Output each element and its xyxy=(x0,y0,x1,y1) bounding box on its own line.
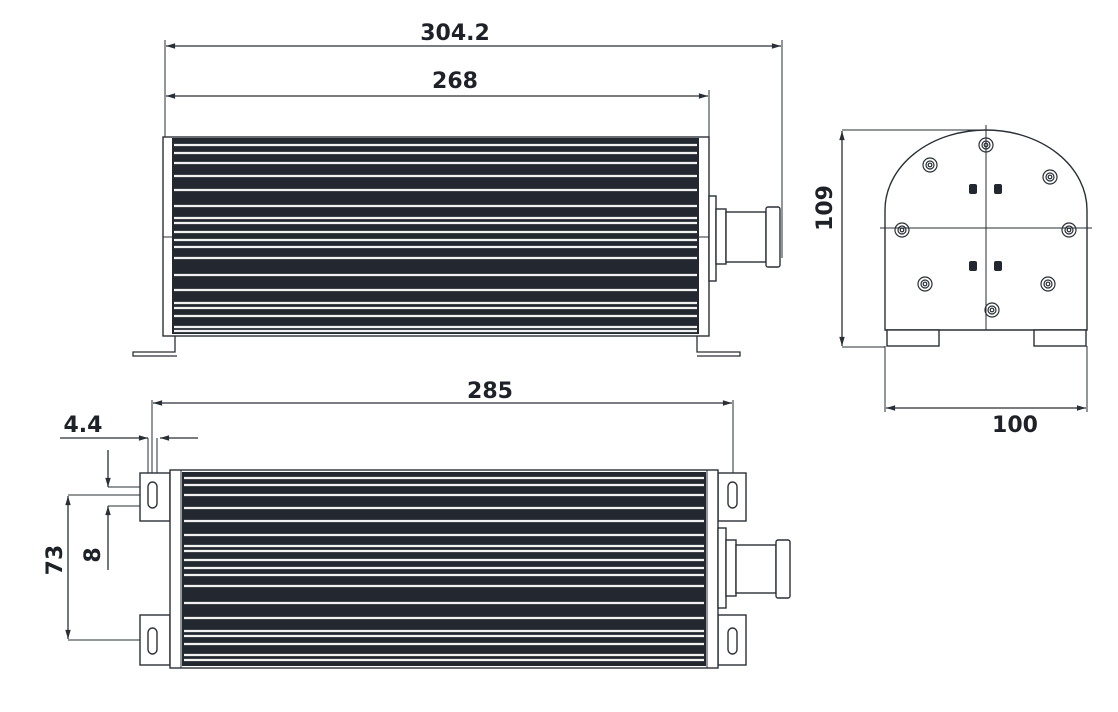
screw-icon xyxy=(1040,276,1056,292)
side-view: 304.2 268 xyxy=(132,21,783,357)
screw-icon xyxy=(987,305,997,315)
cooling-fins-side xyxy=(172,138,699,334)
dimension-width: 100 xyxy=(992,413,1038,438)
mount-slot xyxy=(727,627,738,655)
mounting-foot-right xyxy=(696,336,741,357)
screw-icon xyxy=(1064,225,1074,235)
screw-icon xyxy=(984,302,1000,318)
dimension-body-length: 268 xyxy=(432,69,478,94)
screw-icon xyxy=(922,157,938,173)
screw-icon xyxy=(978,137,994,153)
screw-icon xyxy=(1066,227,1072,233)
dimension-height: 109 xyxy=(813,185,838,231)
screw-icon xyxy=(925,160,935,170)
pin-hole xyxy=(994,261,1002,271)
screw-icon xyxy=(922,281,928,287)
mount-slot xyxy=(147,481,158,509)
connector-body xyxy=(725,211,767,263)
connector-body-top xyxy=(735,544,777,594)
dimension-overall-length: 304.2 xyxy=(420,21,490,46)
pin-hole xyxy=(969,261,977,271)
dimension-hole-spacing-length: 285 xyxy=(467,379,513,404)
dimension-slot-width: 4.4 xyxy=(64,413,103,438)
screw-icon xyxy=(983,142,989,148)
screw-icon xyxy=(897,225,907,235)
screw-icon xyxy=(899,227,905,233)
mount-slot xyxy=(147,627,158,655)
screw-icon xyxy=(1045,172,1055,182)
screw-icon xyxy=(927,162,933,168)
connector-nut-top xyxy=(775,539,791,599)
end-foot-right xyxy=(1033,329,1087,347)
screw-icon xyxy=(1043,279,1053,289)
mounting-foot-left xyxy=(132,336,177,357)
top-view: 285 4.4 8 73 xyxy=(43,379,791,669)
pin-hole xyxy=(969,184,977,194)
screw-icon xyxy=(1047,174,1053,180)
mount-slot xyxy=(727,481,738,509)
dimension-hole-spacing-width: 73 xyxy=(43,545,68,576)
connector-flange xyxy=(708,195,717,282)
pin-hole xyxy=(994,184,1002,194)
screw-icon xyxy=(1042,169,1058,185)
screw-icon xyxy=(894,222,910,238)
screw-icon xyxy=(917,276,933,292)
connector-nut xyxy=(765,206,781,268)
screw-icon xyxy=(981,140,991,150)
end-foot-left xyxy=(886,329,940,347)
screw-icon xyxy=(989,307,995,313)
dimension-slot-length: 8 xyxy=(81,547,106,562)
screw-icon xyxy=(920,279,930,289)
screw-icon xyxy=(1061,222,1077,238)
screw-icon xyxy=(1045,281,1051,287)
end-view: 109 100 xyxy=(813,125,1092,438)
